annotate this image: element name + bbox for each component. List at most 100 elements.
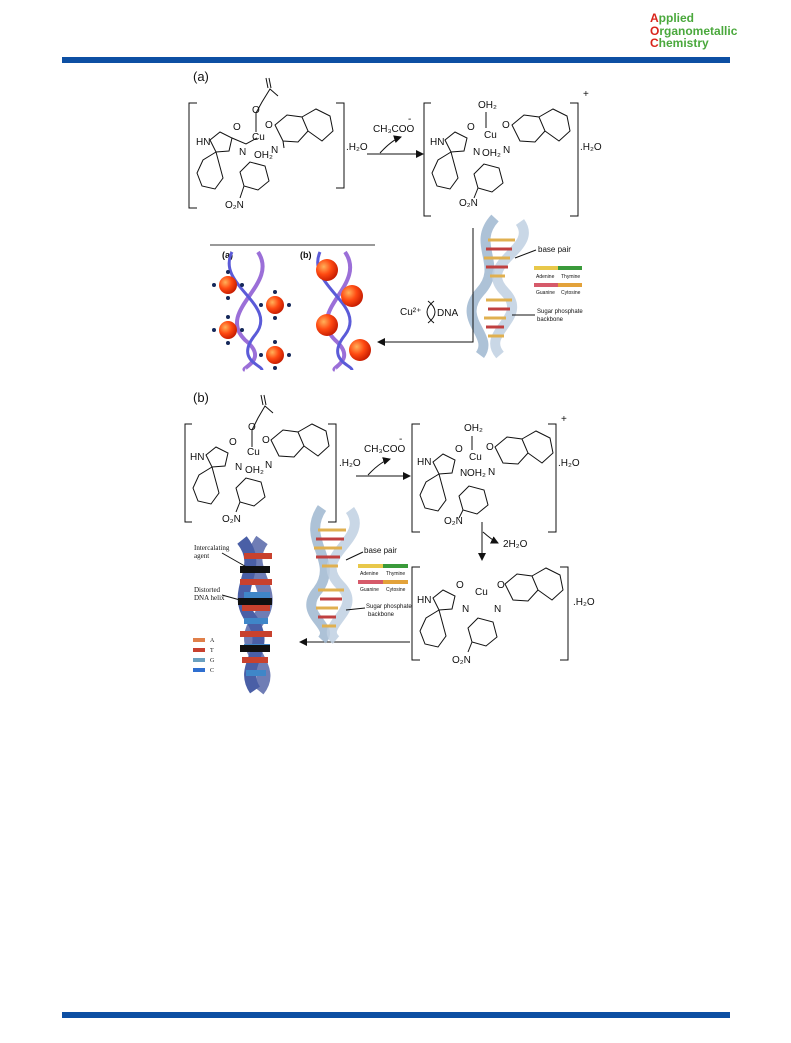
complex-3-b-hydrate: .H₂O — [573, 597, 595, 608]
legend-base-pair-a: base pair — [538, 245, 571, 254]
legend-cytosine-a: Cytosine — [561, 290, 581, 296]
logo-initial-o: O — [650, 23, 660, 38]
isatin-o: O — [233, 122, 241, 133]
key-c: C — [210, 668, 214, 674]
complex-2-b: OH₂ HN O N Cu OH₂ N O O₂N — [411, 423, 557, 533]
aqua-top-b: OH₂ — [464, 423, 483, 434]
isatin-hn-b2: HN — [417, 457, 431, 468]
legend-base-pair-b: base pair — [364, 546, 397, 555]
aqua-ligand-b: OH₂ — [245, 465, 264, 476]
legend-thymine-b: Thymine — [386, 571, 405, 577]
aqua-ligand: OH₂ — [254, 150, 273, 161]
acetate-o-b: O — [248, 422, 256, 433]
leaving-acetate-b: CH₃COO — [364, 444, 406, 455]
legend-adenine-a: Adenine — [536, 274, 555, 280]
copper-center-b2: Cu — [469, 452, 482, 463]
key-t: T — [210, 648, 214, 654]
imine-n2-a2: N — [503, 145, 510, 156]
footer-rule — [62, 1012, 730, 1018]
isatin-o-b3: O — [456, 580, 464, 591]
imine-n-a2: N — [473, 147, 480, 158]
naphthol-o-b3: O — [497, 580, 505, 591]
acetate-charge-a: - — [408, 114, 411, 125]
inset-label-a: (a) — [222, 250, 233, 260]
distorted-helix-line1: Distorted — [194, 586, 221, 594]
dna-helix-illustration-a — [466, 214, 529, 359]
dna-helix-illustration-b — [306, 505, 360, 644]
naphthol-o: O — [265, 120, 273, 131]
nitro-group-b: O₂N — [222, 514, 241, 525]
imine-n-2: N — [271, 145, 278, 156]
isatin-o-b2: O — [455, 444, 463, 455]
journal-logo: Applied Organometallic Chemistry — [650, 12, 780, 50]
logo-initial-a: A — [650, 11, 659, 25]
intercalating-agent-line2: agent — [194, 552, 209, 560]
complex-1-b-hydrate: .H₂O — [339, 458, 361, 469]
aqua-bottom-b2: OH₂ — [467, 468, 486, 479]
header-rule — [62, 57, 730, 63]
imine-n-b: N — [235, 462, 242, 473]
isatin-hn: HN — [196, 137, 210, 148]
imine-n-b2: N — [460, 468, 467, 479]
intercalating-agent-line1: Intercalating — [194, 544, 230, 552]
legend-backbone-b: backbone — [368, 612, 395, 618]
panel-a-label: (a) — [193, 69, 209, 84]
complex-1-a: O HN O N Cu OH₂ N O O₂N — [188, 77, 345, 211]
key-g: G — [210, 658, 215, 664]
logo-line-1: Applied — [650, 12, 780, 25]
dna-binding-inset-a: (a) (b) — [210, 244, 375, 372]
imine-n2-b: N — [265, 460, 272, 471]
complex-1-a-hydrate: .H₂O — [346, 142, 368, 153]
copper-center-a2: Cu — [484, 130, 497, 141]
complex-3-b: HN O N Cu N O O₂N — [411, 566, 569, 666]
logo-rest-1: pplied — [658, 11, 695, 25]
isatin-hn-b: HN — [190, 452, 204, 463]
complex-2-b-charge: + — [561, 414, 567, 425]
legend-thymine-a: Thymine — [561, 274, 580, 280]
logo-initial-c: C — [650, 36, 659, 50]
complex-2-a-hydrate: .H₂O — [580, 142, 602, 153]
copper-center: Cu — [252, 132, 265, 143]
legend-sugar-b: Sugar phosphate — [366, 604, 412, 610]
logo-rest-2: rganometallic — [659, 23, 738, 38]
logo-line-2: Organometallic — [650, 23, 780, 38]
naphthol-o-b: O — [262, 435, 270, 446]
imine-n2-b3: N — [494, 604, 501, 615]
naphthol-o-a2: O — [502, 120, 510, 131]
reagent-dna: DNA — [437, 308, 458, 319]
complex-2-a-charge: + — [583, 89, 589, 100]
imine-n-b3: N — [462, 604, 469, 615]
reaction-arrow-a2 — [377, 228, 474, 346]
imine-n2-b2: N — [488, 467, 495, 478]
naphthol-o-b2: O — [486, 442, 494, 453]
isatin-o-b: O — [229, 437, 237, 448]
key-a: A — [210, 638, 215, 644]
complex-1-b: O HN O N Cu OH₂ N O O₂N — [184, 394, 337, 525]
acetate-charge-b: - — [399, 434, 402, 445]
complex-2-b-hydrate: .H₂O — [558, 458, 580, 469]
leaving-acetate-a: CH₃COO — [373, 124, 415, 135]
legend-guanine-a: Guanine — [536, 290, 555, 296]
nitro-group: O₂N — [225, 200, 244, 211]
isatin-hn-b3: HN — [417, 595, 431, 606]
distorted-helix-line2: DNA helix — [194, 594, 225, 602]
copper-center-b3: Cu — [475, 587, 488, 598]
nitro-group-b2: O₂N — [444, 516, 463, 527]
logo-rest-3: hemistry — [658, 36, 709, 50]
legend-backbone-a: backbone — [537, 317, 564, 323]
intercalation-helix — [237, 535, 273, 695]
panel-b-label: (b) — [193, 390, 209, 405]
nitro-group-b3: O₂N — [452, 655, 471, 666]
copper-center-b: Cu — [247, 447, 260, 458]
reagent-copper-ion: Cu²⁺ — [400, 307, 421, 318]
isatin-o-a2: O — [467, 122, 475, 133]
logo-line-3: Chemistry — [650, 37, 780, 50]
loss-of-water: 2H₂O — [503, 539, 528, 550]
aqua-bottom-a2: OH₂ — [482, 148, 501, 159]
imine-n-1: N — [239, 147, 246, 158]
legend-sugar-a: Sugar phosphate — [537, 309, 583, 315]
complex-2-a: OH₂ HN O N Cu OH₂ N O O₂N — [423, 100, 579, 217]
nitro-group-a2: O₂N — [459, 198, 478, 209]
aqua-top-a: OH₂ — [478, 100, 497, 111]
